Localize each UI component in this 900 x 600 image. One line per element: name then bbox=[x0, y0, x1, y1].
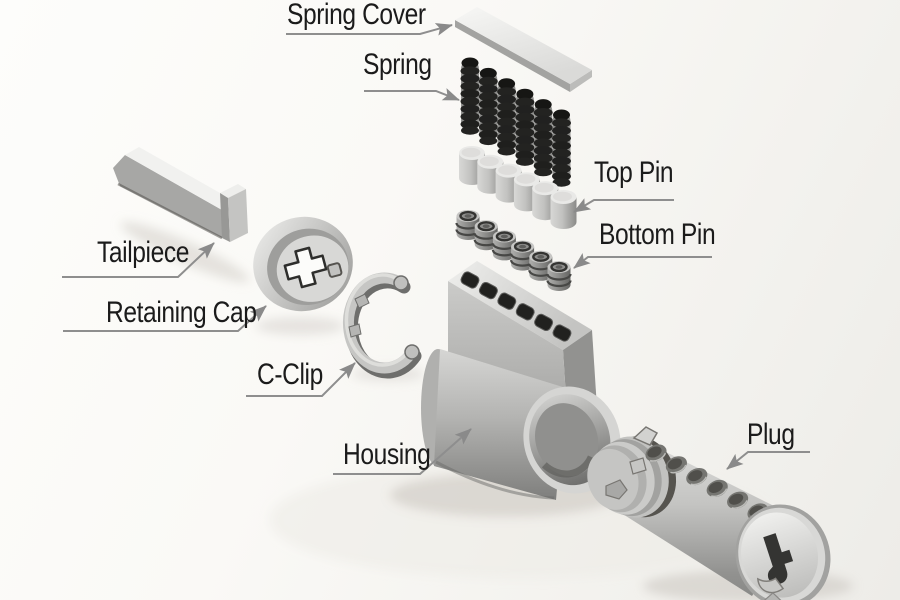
retaining-cap-part bbox=[253, 216, 353, 312]
leader-tailpiece bbox=[62, 242, 215, 278]
label-housing: Housing bbox=[343, 438, 431, 471]
tailpiece-part bbox=[113, 147, 248, 242]
c-clip-part bbox=[342, 272, 422, 379]
leader-c-clip bbox=[246, 362, 356, 397]
leader-spring-cover bbox=[286, 23, 453, 36]
leader-bottom-pin bbox=[573, 253, 712, 269]
label-plug: Plug bbox=[747, 418, 795, 451]
label-tailpiece: Tailpiece bbox=[97, 236, 190, 269]
leader-lines bbox=[62, 23, 810, 475]
label-spring: Spring bbox=[363, 48, 432, 81]
leader-spring bbox=[364, 88, 460, 101]
leader-retaining-cap bbox=[63, 305, 267, 332]
housing-part bbox=[421, 261, 621, 500]
label-bottom-pin: Bottom Pin bbox=[599, 218, 716, 251]
label-spring-cover: Spring Cover bbox=[287, 0, 426, 31]
leader-plug bbox=[726, 451, 810, 470]
leader-top-pin bbox=[573, 198, 674, 213]
label-c-clip: C-Clip bbox=[257, 358, 323, 391]
plug-part bbox=[587, 426, 831, 600]
label-retaining-cap: Retaining Cap bbox=[106, 296, 257, 329]
spring-cover-part bbox=[455, 7, 592, 92]
label-top-pin: Top Pin bbox=[594, 156, 674, 189]
leader-housing bbox=[333, 428, 472, 475]
